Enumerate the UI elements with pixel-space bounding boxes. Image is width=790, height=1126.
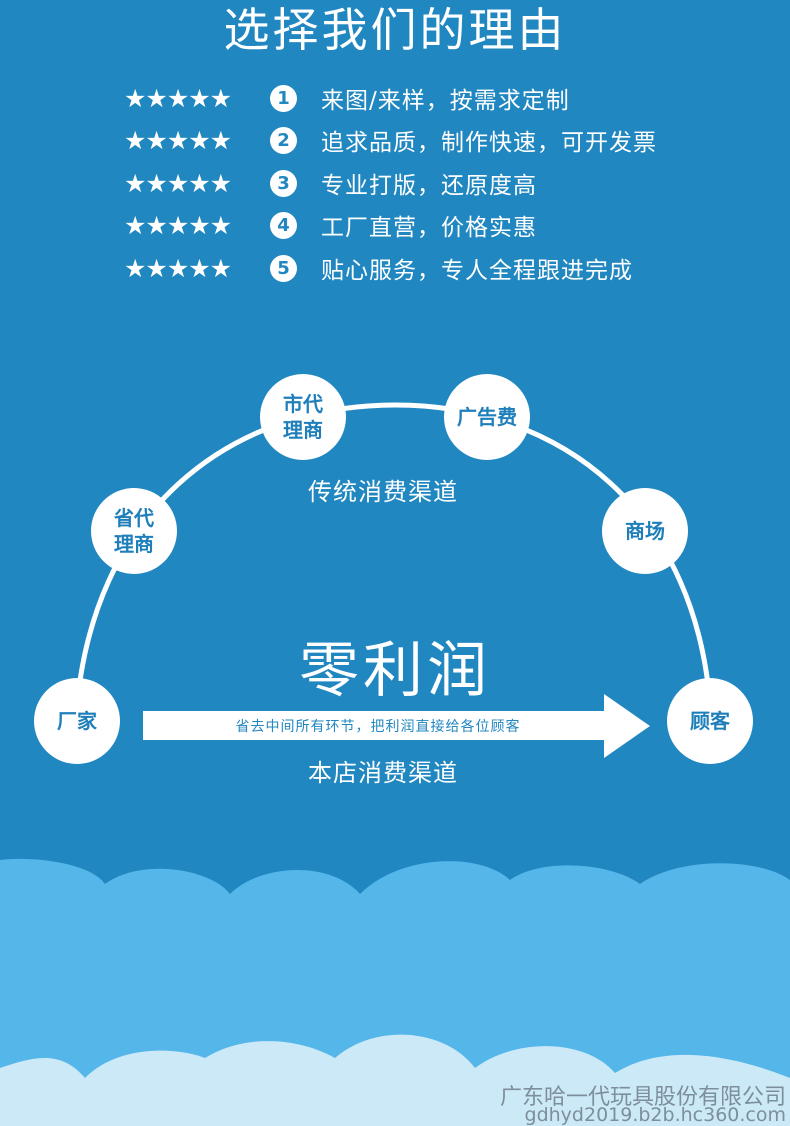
page-title: 选择我们的理由 [223, 3, 567, 57]
node-factory: 厂家 [34, 678, 120, 764]
traditional-channel-label: 传统消费渠道 [308, 478, 458, 506]
direct-arrow: 省去中间所有环节，把利润直接给各位顾客 [143, 711, 613, 740]
reason-item: ★★★★★ 2 追求品质，制作快速，可开发票 [124, 120, 744, 160]
number-badge: 1 [270, 84, 297, 112]
star-rating-icon: ★★★★★ [124, 210, 232, 240]
node-factory-label: 厂家 [57, 709, 97, 733]
reason-item: ★★★★★ 4 工厂直营，价格实惠 [124, 205, 744, 245]
node-provincial-agent: 省代理商 [91, 488, 177, 574]
reason-text: 追求品质，制作快速，可开发票 [321, 130, 657, 156]
arrow-head-icon [604, 694, 650, 758]
node-customer-label: 顾客 [690, 709, 730, 733]
reason-item: ★★★★★ 5 贴心服务，专人全程跟进完成 [124, 248, 744, 288]
reason-item: ★★★★★ 3 专业打版，还原度高 [124, 163, 744, 203]
node-customer: 顾客 [667, 678, 753, 764]
reason-item: ★★★★★ 1 来图/来样，按需求定制 [124, 78, 744, 118]
watermark-site: gdhyd2019.b2b.hc360.com [524, 1104, 786, 1126]
node-city-agent-label: 市代理商 [283, 392, 323, 442]
node-advertising: 广告费 [444, 374, 530, 460]
star-rating-icon: ★★★★★ [124, 168, 232, 198]
reason-text: 来图/来样，按需求定制 [321, 88, 570, 114]
number-badge: 4 [270, 211, 297, 239]
number-badge: 5 [270, 254, 297, 282]
node-provincial-agent-label: 省代理商 [114, 506, 154, 556]
reason-text: 工厂直营，价格实惠 [321, 215, 537, 241]
number-badge: 3 [270, 169, 297, 197]
store-channel-label: 本店消费渠道 [308, 759, 458, 787]
watermark-company: 广东哈一代玩具股份有限公司 [499, 1085, 786, 1110]
number-badge: 2 [270, 126, 297, 154]
star-rating-icon: ★★★★★ [124, 83, 232, 113]
zero-profit-heading: 零利润 [299, 636, 491, 706]
direct-arrow-text: 省去中间所有环节，把利润直接给各位顾客 [235, 718, 521, 735]
node-city-agent: 市代理商 [260, 374, 346, 460]
node-mall: 商场 [602, 488, 688, 574]
reason-text: 专业打版，还原度高 [321, 173, 537, 199]
reason-text: 贴心服务，专人全程跟进完成 [321, 258, 633, 284]
node-advertising-label: 广告费 [457, 405, 517, 429]
star-rating-icon: ★★★★★ [124, 253, 232, 283]
node-mall-label: 商场 [625, 519, 665, 543]
star-rating-icon: ★★★★★ [124, 125, 232, 155]
